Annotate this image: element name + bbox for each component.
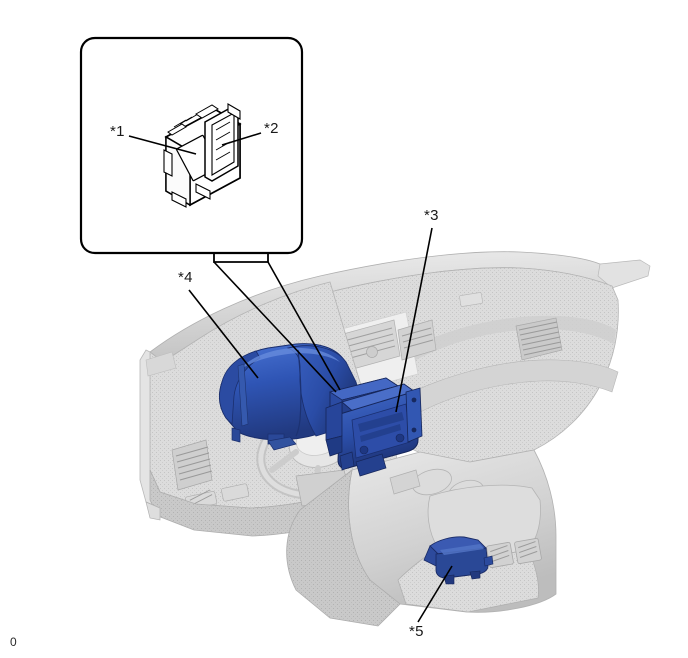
callout-tail-bracket	[213, 253, 269, 263]
driver-air-vent	[171, 439, 213, 491]
callout-label-2: *2	[264, 120, 279, 137]
dash-trim-plate	[459, 292, 483, 307]
instrument-panel-artwork	[139, 251, 651, 627]
leader-4	[188, 289, 259, 379]
combination-meter-assembly-highlight	[218, 343, 359, 451]
console-tunnel	[286, 469, 401, 627]
dash-shade-band	[396, 315, 616, 368]
main-label-4: *4	[178, 269, 193, 286]
dash-lower-roll	[391, 359, 619, 421]
passenger-air-vent	[515, 317, 563, 361]
callout-label-1: *1	[110, 123, 125, 140]
callout-tail-left	[213, 261, 337, 393]
a-pillar-trim	[597, 259, 651, 289]
leader-1	[128, 135, 197, 155]
page-corner-mark: 0	[10, 635, 17, 649]
radio-receiver-highlight	[325, 383, 423, 477]
leader-3	[395, 227, 433, 413]
rear-console-vents	[486, 538, 542, 568]
leader-lines	[128, 132, 453, 623]
ecu-module-detail	[163, 103, 242, 208]
leader-5	[417, 565, 453, 623]
lower-left-bracket	[145, 501, 161, 521]
main-label-5: *5	[409, 623, 424, 640]
leader-2	[221, 132, 262, 146]
main-label-3: *3	[424, 207, 439, 224]
callout-tail-right	[267, 261, 341, 391]
end-cap-detail	[145, 351, 177, 377]
